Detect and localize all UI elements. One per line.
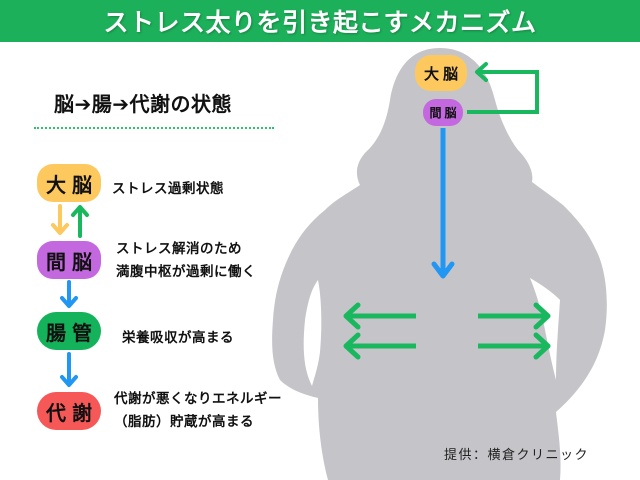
description-intestine: 栄養吸収が高まる xyxy=(122,327,234,350)
description-line: 代謝が悪くなりエネルギー xyxy=(114,391,282,407)
description-metabolism: 代謝が悪くなりエネルギー （脂肪）貯蔵が高まる xyxy=(114,388,282,434)
left-arm-gap xyxy=(303,280,322,386)
credit-text: 提供：横倉クリニック xyxy=(444,448,590,463)
description-line: ストレス過剰状態 xyxy=(112,181,224,197)
description-cerebrum: ストレス過剰状態 xyxy=(112,178,224,201)
description-line: （脂肪）貯蔵が高まる xyxy=(114,414,254,430)
title-bar: ストレス太りを引き起こすメカニズム xyxy=(0,0,640,42)
figure-pill-diencephalon: 間脳 xyxy=(423,99,463,126)
description-line: 栄養吸収が高まる xyxy=(122,330,234,346)
dotted-divider xyxy=(34,127,274,129)
description-line: ストレス解消のため xyxy=(116,241,242,257)
pill-intestine: 腸管 xyxy=(37,312,101,350)
description-line: 満腹中枢が過剰に働く xyxy=(116,264,256,280)
description-diencephalon: ストレス解消のため 満腹中枢が過剰に働く xyxy=(116,238,256,284)
pill-cerebrum: 大脳 xyxy=(37,164,101,202)
pill-diencephalon: 間脳 xyxy=(37,241,101,279)
figure-pill-cerebrum: 大脳 xyxy=(415,55,467,91)
pill-metabolism: 代謝 xyxy=(37,392,101,430)
section-heading: 脳➔腸➔代謝の状態 xyxy=(54,92,233,116)
page-title: ストレス太りを引き起こすメカニズム xyxy=(103,8,537,37)
